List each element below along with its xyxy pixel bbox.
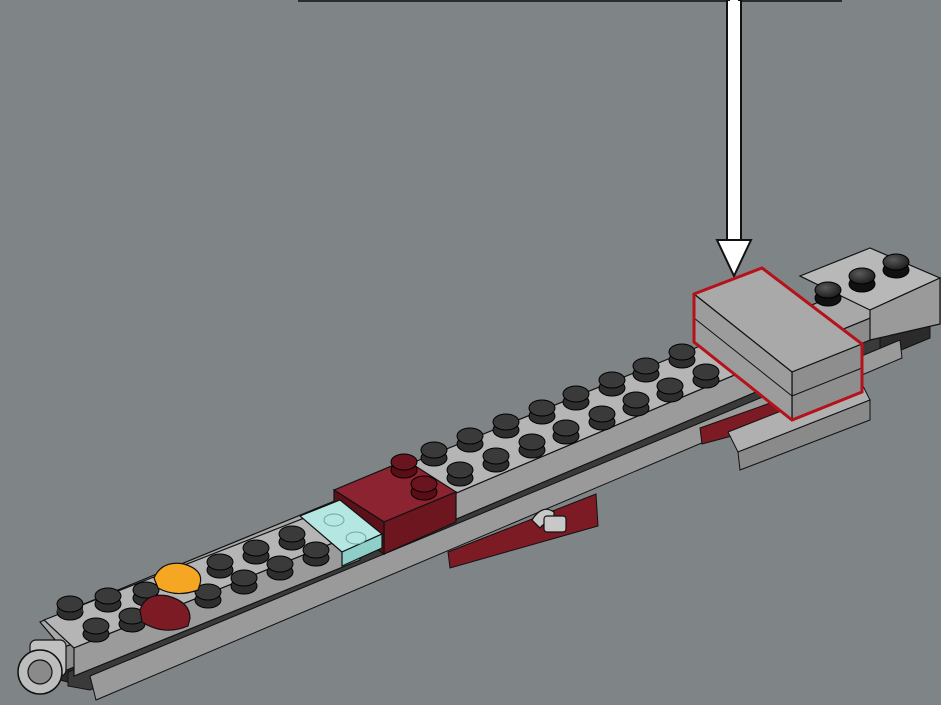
yellow-round-tile <box>154 563 201 593</box>
technic-pin <box>18 640 66 694</box>
down-arrow-icon <box>717 0 751 276</box>
